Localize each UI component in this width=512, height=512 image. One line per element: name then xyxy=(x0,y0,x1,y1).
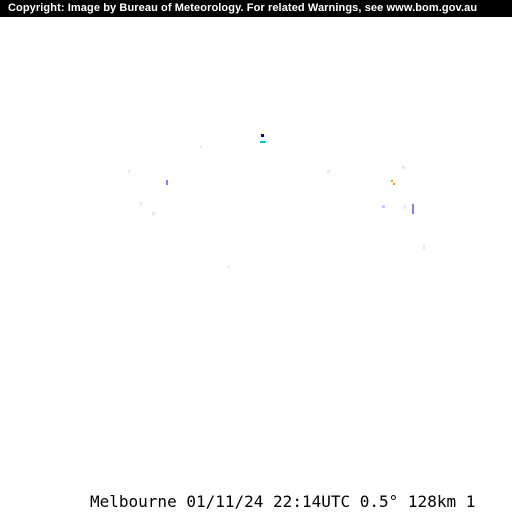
caption-station: Melbourne xyxy=(90,492,177,511)
caption-index: 1 xyxy=(465,492,476,511)
copyright-text: Copyright: Image by Bureau of Meteorolog… xyxy=(8,2,478,14)
copyright-bar: Copyright: Image by Bureau of Meteorolog… xyxy=(0,0,512,17)
echo-cluster-north xyxy=(200,134,266,148)
caption-date: 01/11/24 xyxy=(186,492,264,511)
echo-cluster-south xyxy=(228,266,230,268)
caption-range: 128km xyxy=(407,492,457,511)
caption-time: 22:14UTC xyxy=(273,492,351,511)
echo-cluster-east xyxy=(327,166,425,250)
radar-caption: Melbourne 01/11/24 22:14UTC 0.5° 128km 1 xyxy=(90,493,475,511)
caption-elevation: 0.5° xyxy=(359,492,399,511)
echo-cluster-west xyxy=(128,170,168,215)
